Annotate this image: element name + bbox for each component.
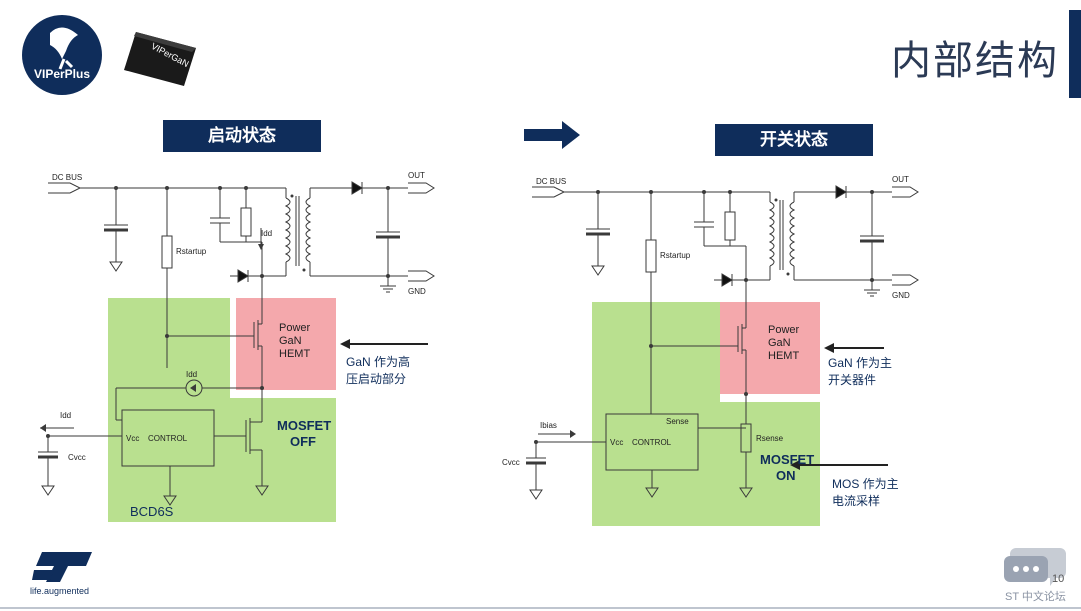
idd-source-label: Idd bbox=[186, 370, 197, 379]
st-logo-icon bbox=[32, 552, 92, 582]
sense-label: Sense bbox=[666, 417, 689, 426]
dc-bus-label: DC BUS bbox=[52, 173, 82, 182]
vcc-label: Vcc bbox=[610, 438, 623, 447]
control-label: CONTROL bbox=[632, 438, 672, 447]
bcd6s-label: BCD6S bbox=[130, 504, 174, 519]
gan-annotation-line2: 压启动部分 bbox=[346, 371, 406, 386]
transition-arrow-icon bbox=[524, 121, 580, 149]
vcc-label: Vcc bbox=[126, 434, 139, 443]
dc-bus-connector bbox=[48, 182, 82, 194]
viperplus-logo: VIPerPlus bbox=[22, 15, 102, 95]
ibias-label: Ibias bbox=[540, 421, 557, 430]
page-title: 内部结构 bbox=[891, 38, 1059, 84]
control-label: CONTROL bbox=[148, 434, 188, 443]
startup-state-label: 启动状态 bbox=[163, 120, 321, 152]
out-label: OUT bbox=[408, 171, 425, 180]
startup-circuit-diagram: DC BUS OUT GND Rstartup Idd Idd Idd Powe… bbox=[38, 171, 435, 522]
current-source-arrow-icon bbox=[190, 384, 196, 392]
idd-down-arrow-icon bbox=[258, 244, 264, 250]
idd-left-label: Idd bbox=[60, 411, 71, 420]
gnd-label: GND bbox=[408, 287, 426, 296]
gnd-connector bbox=[408, 270, 435, 282]
plug-icon bbox=[50, 27, 78, 70]
forum-watermark: ST 中文论坛 bbox=[1005, 591, 1066, 603]
out-label: OUT bbox=[892, 175, 909, 184]
forum-chat-icon bbox=[1004, 548, 1066, 586]
cvcc-label: Cvcc bbox=[502, 458, 520, 467]
idd-left-arrow-icon bbox=[40, 424, 46, 432]
gnd-label: GND bbox=[892, 291, 910, 300]
page-number: 10 bbox=[1052, 573, 1065, 585]
out-connector bbox=[408, 182, 435, 194]
gan-label-line3: HEMT bbox=[768, 350, 799, 362]
mosfet-label-line2: OFF bbox=[290, 434, 316, 449]
mosfet-region bbox=[230, 398, 336, 522]
switching-circuit-diagram: DC BUS OUT GND Rstartup Power GaN HEMT I… bbox=[502, 175, 919, 526]
gan-label-line1: Power bbox=[768, 324, 800, 336]
regions bbox=[592, 302, 820, 526]
mosfet-label-line1: MOSFET bbox=[760, 452, 814, 467]
idd-label: Idd bbox=[261, 229, 272, 238]
annotation-arrow-icon bbox=[340, 339, 350, 349]
logo-text: VIPerPlus bbox=[33, 67, 91, 81]
gan-label-line2: GaN bbox=[279, 335, 302, 347]
mosfet-label-line1: MOSFET bbox=[277, 418, 331, 433]
gan-region bbox=[236, 298, 336, 390]
mos-annotation-line2: 电流采样 bbox=[832, 493, 880, 508]
mosfet-label-line2: ON bbox=[776, 468, 796, 483]
ground-symbol bbox=[109, 261, 123, 272]
gan-annotation-line1: GaN 作为高 bbox=[346, 354, 410, 369]
chip-image bbox=[124, 32, 196, 86]
title-accent-bar bbox=[1069, 10, 1081, 98]
rsense-label: Rsense bbox=[756, 434, 784, 443]
gan-label-line1: Power bbox=[279, 322, 311, 334]
st-tagline: life.augmented bbox=[30, 586, 90, 596]
gan-label-line3: HEMT bbox=[279, 348, 310, 360]
dc-bus-label: DC BUS bbox=[536, 177, 566, 186]
footer-divider bbox=[0, 607, 1081, 609]
cvcc-label: Cvcc bbox=[68, 453, 86, 462]
switching-state-label: 开关状态 bbox=[715, 124, 873, 156]
mos-annotation-line1: MOS 作为主 bbox=[832, 477, 899, 491]
rstartup-label: Rstartup bbox=[660, 251, 691, 260]
gan-annotation-line2: 开关器件 bbox=[828, 373, 876, 387]
rstartup-label: Rstartup bbox=[176, 247, 207, 256]
gan-annotation-line1: GaN 作为主 bbox=[828, 356, 892, 370]
gan-label-line2: GaN bbox=[768, 337, 791, 349]
